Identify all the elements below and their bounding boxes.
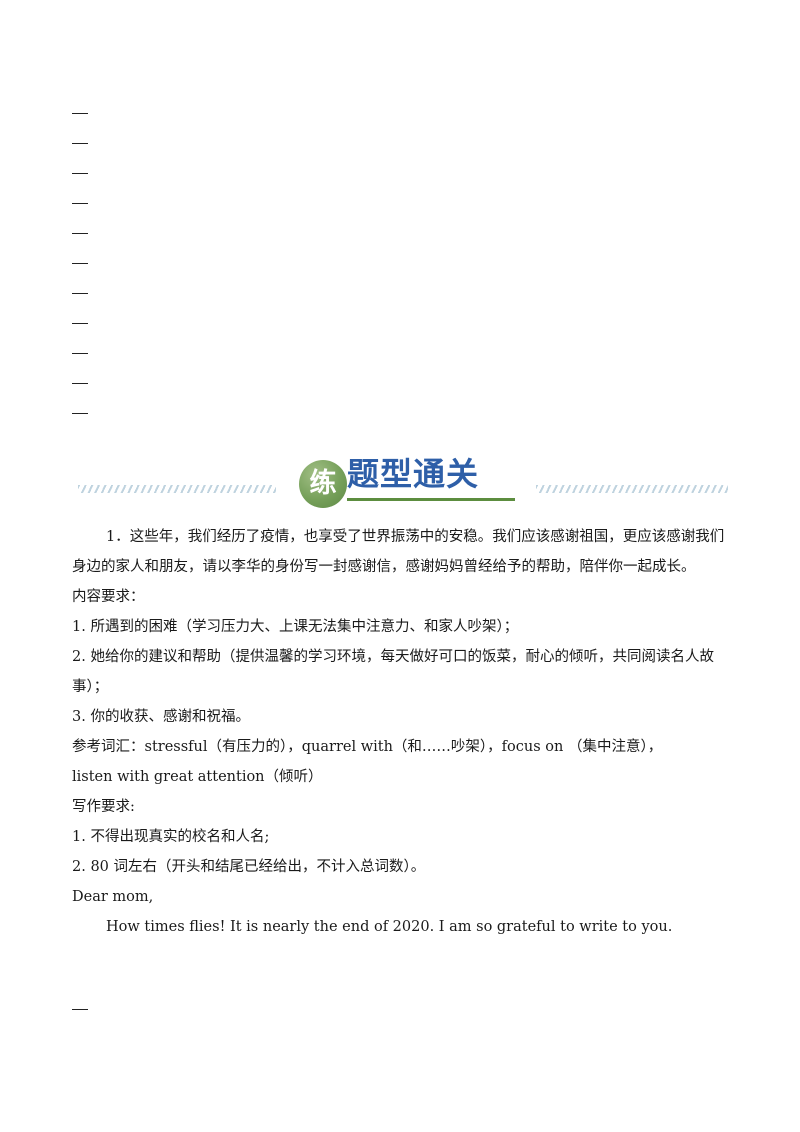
- reference-vocabulary: 参考词汇：stressful（有压力的），quarrel with（和……吵架）…: [72, 739, 663, 755]
- section-title: 题型通关: [347, 455, 480, 493]
- section-banner: 练 题型通关: [0, 452, 800, 516]
- writing-requirement-item: 1. 不得出现真实的校名和人名;: [72, 829, 270, 845]
- letter-salutation: Dear mom,: [72, 889, 154, 905]
- decorative-stripe-left: [78, 485, 276, 493]
- content-requirement-item: 3. 你的收获、感谢和祝福。: [72, 709, 250, 725]
- answer-line: [72, 353, 88, 354]
- letter-opening: How times flies! It is nearly the end of…: [106, 919, 673, 935]
- answer-line: [72, 1009, 88, 1010]
- answer-line: [72, 173, 88, 174]
- content-requirements-heading: 内容要求：: [72, 589, 145, 605]
- content-requirement-item: 2. 她给你的建议和帮助（提供温馨的学习环境，每天做好可口的饭菜，耐心的倾听，共…: [72, 649, 714, 695]
- writing-requirements-heading: 写作要求:: [72, 799, 135, 815]
- answer-line: [72, 113, 88, 114]
- content-requirement-item: 1. 所遇到的困难（学习压力大、上课无法集中注意力、和家人吵架）；: [72, 619, 519, 635]
- question-body: 1．这些年，我们经历了疫情，也享受了世界振荡中的安稳。我们应该感谢祖国，更应该感…: [72, 522, 732, 942]
- answer-line: [72, 263, 88, 264]
- title-underline: [347, 498, 515, 501]
- writing-requirement-item: 2. 80 词左右（开头和结尾已经给出，不计入总词数）。: [72, 859, 426, 875]
- question-prompt: 1．这些年，我们经历了疫情，也享受了世界振荡中的安稳。我们应该感谢祖国，更应该感…: [72, 529, 725, 575]
- reference-vocabulary-continued: listen with great attention（倾听）: [72, 769, 323, 785]
- answer-line: [72, 383, 88, 384]
- answer-line: [72, 143, 88, 144]
- answer-line: [72, 203, 88, 204]
- practice-badge-icon: 练: [299, 460, 347, 508]
- answer-line: [72, 233, 88, 234]
- answer-line: [72, 293, 88, 294]
- answer-line: [72, 413, 88, 414]
- answer-line: [72, 323, 88, 324]
- decorative-stripe-right: [536, 485, 728, 493]
